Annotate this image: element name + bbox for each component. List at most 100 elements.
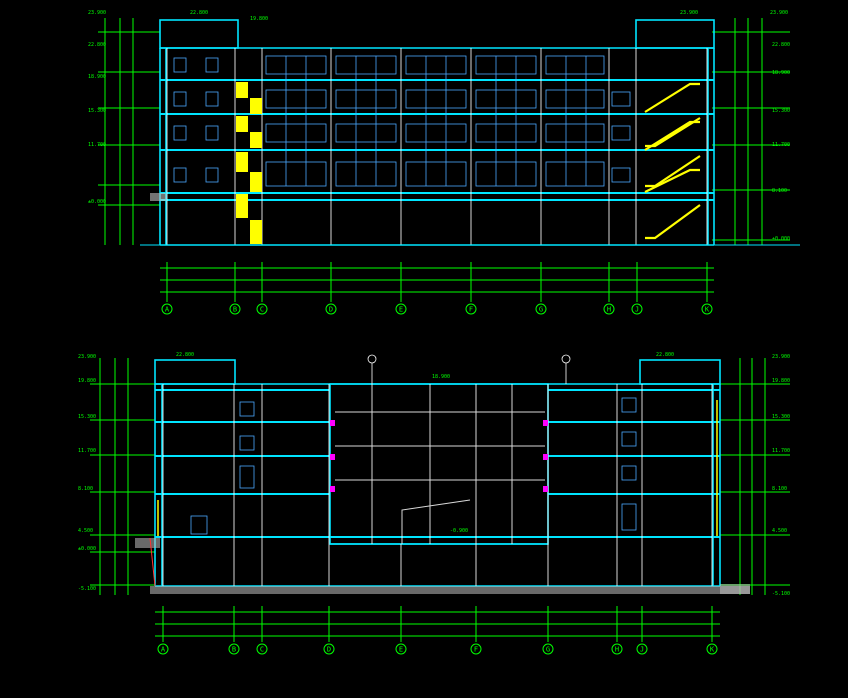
bottom-axis-bubble [256,643,268,655]
bottom-axis-bubble [636,643,648,655]
top-level-mark-right: 18.900 [772,70,790,76]
bottom-side-columns [157,400,718,536]
top-axis-bubble [701,303,713,315]
top-level-mark-right: 15.300 [772,108,790,114]
bottom-axis-bubble [323,643,335,655]
top-horizontal-dimensions [160,267,714,293]
bottom-axis-label: E [399,646,403,654]
top-roof-mark: 19.800 [250,16,268,22]
bottom-axis-label: H [615,646,619,654]
top-axis-bubble [535,303,547,315]
top-section: 23.900 22.800 18.900 15.300 11.700 ±0.00… [88,10,800,315]
bottom-level-mark-right: 15.300 [772,414,790,420]
bottom-level-mark: 8.100 [78,486,93,492]
top-level-mark: 18.900 [88,74,106,80]
bottom-atrium-corridors [335,384,545,544]
top-axis-bubble [395,303,407,315]
bottom-parapet-right-mark: 22.800 [656,352,674,358]
bottom-level-mark: 19.800 [78,378,96,384]
bottom-level-mark: 4.500 [78,528,93,534]
top-parapet-left-mark: 22.800 [190,10,208,16]
bottom-level-mark: 23.900 [78,354,96,360]
bottom-level-mark: -5.100 [78,586,96,592]
top-axis-bubble [603,303,615,315]
bottom-axis-bubble [706,643,718,655]
bottom-axis-label: K [710,646,715,654]
bottom-level-mark-right: 19.800 [772,378,790,384]
top-axis-label: A [165,306,170,314]
top-level-mark: ±0.000 [88,199,106,205]
bottom-level-mark-right: 11.700 [772,448,790,454]
top-axis-bubble [161,303,173,315]
top-windows [173,55,631,187]
top-level-mark-right: 11.700 [772,142,790,148]
bottom-left-dimension-column [90,358,155,595]
top-axis-bubble [256,303,268,315]
top-axis-label: C [260,306,264,314]
bottom-axis-bubble [157,643,169,655]
bottom-ground-hatch-right [720,584,750,594]
bottom-horizontal-dimensions [155,611,720,637]
bottom-red-level-line [149,537,156,587]
top-axis-bubble [631,303,643,315]
top-axis-label: K [705,306,710,314]
bottom-axis-bubble [611,643,623,655]
top-axis-bubble [325,303,337,315]
bottom-level-mark-right: 23.900 [772,354,790,360]
top-axis-label: D [329,306,333,314]
bottom-axis-label: F [474,646,478,654]
top-right-stair [644,82,701,240]
bottom-parapet-left-mark: 22.800 [176,352,194,358]
bottom-level-mark: ±0.000 [78,546,96,552]
bottom-axis-label: A [161,646,166,654]
top-left-stair [236,82,262,244]
top-axis-label: B [233,306,237,314]
bottom-windows [190,397,637,535]
bottom-level-mark-right: 8.100 [772,486,787,492]
bottom-section: 23.900 19.800 15.300 11.700 8.100 4.500 … [78,352,790,655]
bottom-slab-joints [330,420,548,492]
top-floor-slabs [160,79,714,201]
top-axis-bubble [465,303,477,315]
bottom-ground-hatch-left [135,538,160,548]
bottom-axis-label: G [546,646,550,654]
bottom-level-mark-right: 4.500 [772,528,787,534]
bottom-grid-columns [162,384,713,586]
top-level-mark: 15.300 [88,108,106,114]
top-parapet-right-mark: 23.900 [680,10,698,16]
bottom-foundation-hatch [150,586,750,594]
top-level-mark: 23.900 [88,10,106,16]
bottom-roof-mark: 18.900 [432,374,450,380]
top-level-mark: 11.700 [88,142,106,148]
top-level-mark-right: ±0.000 [772,236,790,242]
bottom-axis-label: B [232,646,236,654]
top-axis-label: J [635,306,639,314]
top-axis-label: G [539,306,543,314]
bottom-level-mark-right: -5.100 [772,591,790,597]
bottom-section-cut-markers [367,354,571,384]
bottom-level-mark: 11.700 [78,448,96,454]
top-axis-label: H [607,306,611,314]
top-axis-label: F [469,306,473,314]
top-level-mark: 22.800 [88,42,106,48]
top-axis-ticks [166,262,708,302]
bottom-axis-label: J [640,646,644,654]
top-level-mark-right: 22.800 [772,42,790,48]
top-axis-label: E [399,306,403,314]
bottom-axis-bubble [470,643,482,655]
bottom-right-dimension-column [720,358,790,595]
bottom-axis-bubble [542,643,554,655]
bottom-axis-bubble [395,643,407,655]
bottom-axis-label: D [327,646,331,654]
bottom-atrium-mark: -0.900 [450,528,468,534]
top-axis-bubble [229,303,241,315]
top-level-mark-right: 23.900 [770,10,788,16]
top-level-mark-right: 8.100 [772,188,787,194]
top-right-dimension-column [712,18,790,245]
bottom-floor-slabs [155,389,720,538]
bottom-axis-label: C [260,646,264,654]
top-ground-hatch [150,193,166,201]
